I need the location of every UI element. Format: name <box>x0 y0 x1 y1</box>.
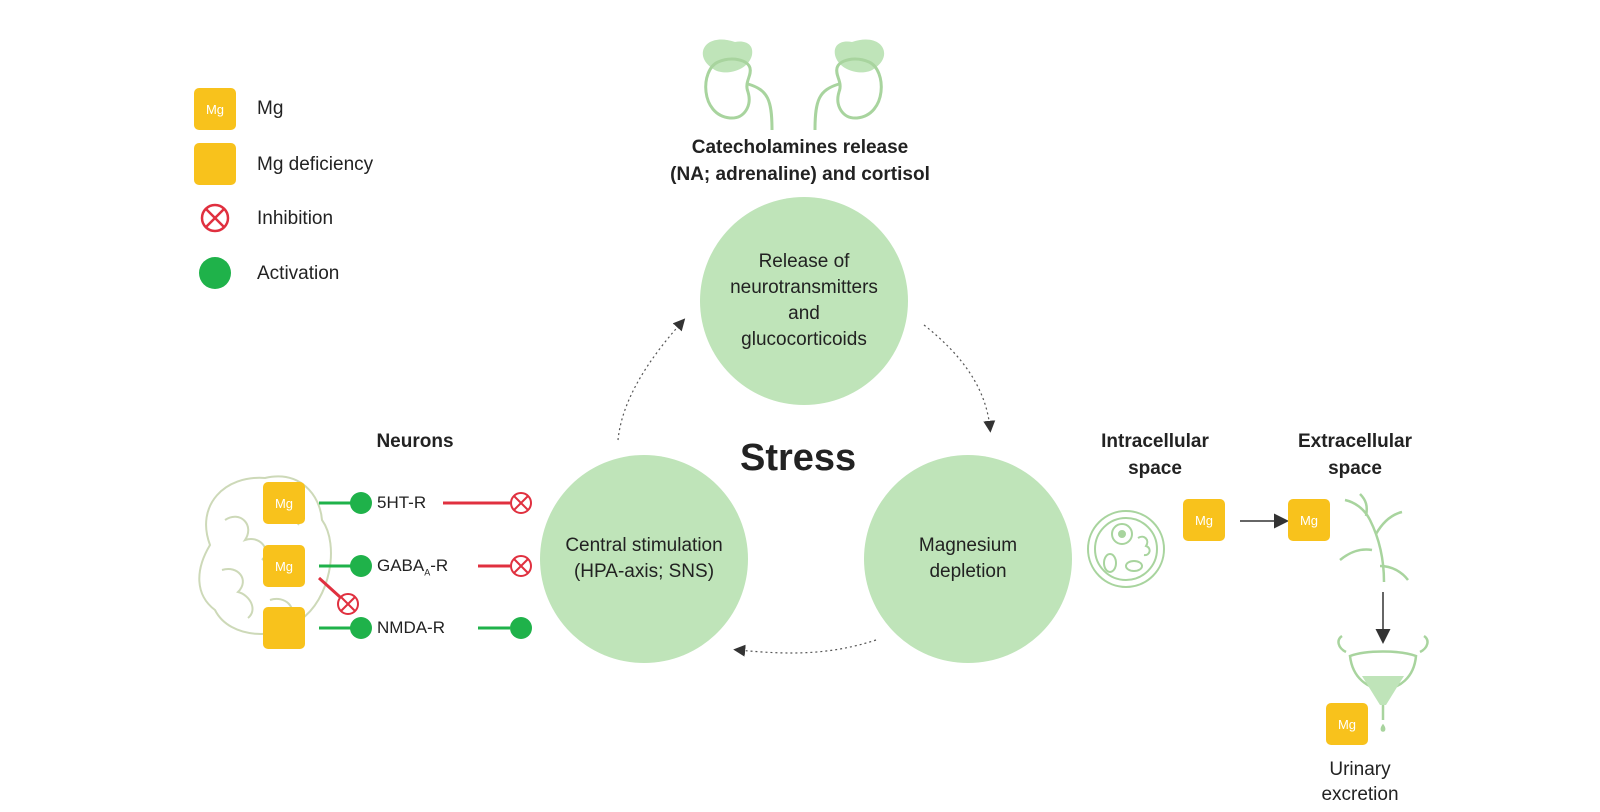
inhibition-icon-5ht <box>510 492 532 514</box>
neurons-heading: Neurons <box>376 431 454 452</box>
mg-box-5ht: Mg <box>263 482 305 524</box>
receptor-lines <box>317 501 510 630</box>
inhibition-icon-gaba <box>510 555 532 577</box>
circle-magnesium-depletion: Magnesium depletion <box>864 455 1072 663</box>
mg-box-gaba: Mg <box>263 545 305 587</box>
activation-dot-gaba <box>350 555 372 577</box>
bladder-icon <box>1337 634 1429 732</box>
arrow-left-to-top <box>617 318 686 441</box>
legend-mg-icon: Mg <box>194 88 236 130</box>
cell-icon <box>1087 510 1165 588</box>
legend-mg-label: Mg <box>257 98 284 119</box>
activation-dot-nmda <box>350 617 372 639</box>
receptor-gaba-label: GABAA-R <box>377 556 449 578</box>
extracellular-heading: Extracellular space <box>1297 431 1413 479</box>
arrow-right-to-left <box>733 639 877 657</box>
stress-title: Stress <box>740 437 857 479</box>
legend-mg-deficiency-box <box>194 143 236 185</box>
receptor-nmda-label: NMDA-R <box>377 618 445 637</box>
legend-activation-label: Activation <box>257 263 340 284</box>
legend-activation-icon <box>199 257 231 289</box>
legend-inhibition-label: Inhibition <box>257 208 334 229</box>
circle-release-neurotransmitters: Release of neurotransmitters and glucoco… <box>700 197 908 405</box>
activation-dot-5ht <box>350 492 372 514</box>
cycle-arrows <box>617 318 996 657</box>
receptor-5ht-label: 5HT-R <box>377 493 427 512</box>
mg-box-nmda-deficient <box>263 607 305 649</box>
mg-box-urinary: Mg <box>1326 703 1368 745</box>
activation-dot-nmda-end <box>510 617 532 639</box>
catecholamines-heading: Catecholamines release (NA; adrenaline) … <box>670 137 930 185</box>
kidneys-icon <box>702 39 885 131</box>
mg-box-intracellular: Mg <box>1183 499 1225 541</box>
arrow-top-to-right <box>923 324 996 433</box>
inhibition-icon-gaba-mg <box>337 593 359 615</box>
legend-inhibition-icon <box>200 203 230 233</box>
blood-vessel-icon <box>1339 493 1409 583</box>
intracellular-heading: Intracellular space <box>1101 431 1209 479</box>
legend-mg-deficiency-label: Mg deficiency <box>257 154 374 175</box>
circle-central-stimulation: Central stimulation (HPA-axis; SNS) <box>540 455 748 663</box>
mg-box-extracellular: Mg <box>1288 499 1330 541</box>
urinary-excretion-label: Urinary excretion <box>1321 759 1399 805</box>
